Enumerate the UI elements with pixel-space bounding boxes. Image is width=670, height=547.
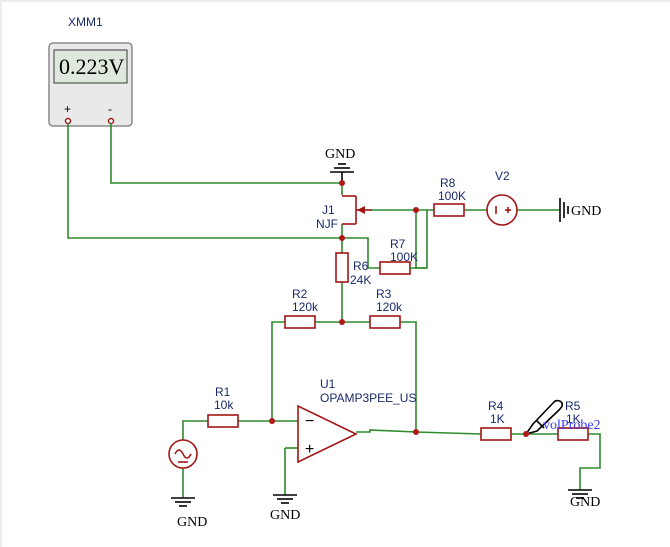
resistor-r5-ref: R5	[565, 399, 581, 413]
multimeter-name: XMM1	[68, 15, 103, 29]
jfet-model: NJF	[316, 217, 338, 231]
wire-to-r7	[342, 237, 380, 269]
opamp-plus-input-label: +	[305, 441, 314, 458]
resistor-r5-value: 1K	[566, 412, 581, 426]
resistor-r2[interactable]: R2 120k	[284, 287, 319, 329]
resistor-r4[interactable]: R4 1K	[480, 399, 512, 441]
resistor-r7[interactable]: R7 100K	[379, 237, 418, 275]
resistor-r5-body	[557, 427, 589, 441]
ground-label-top: GND	[325, 147, 355, 162]
opamp-model: OPAMP3PEE_US	[320, 391, 416, 405]
resistor-r4-value: 1K	[490, 412, 505, 426]
dc-source-v2[interactable]: V2	[486, 169, 518, 226]
resistor-r3[interactable]: R3 120k	[369, 287, 403, 329]
multimeter-reading: 0.223V	[59, 54, 125, 79]
probe-icon	[524, 399, 564, 436]
ground-label-source: GND	[177, 515, 207, 530]
resistor-r5[interactable]: R5 1K	[557, 399, 589, 441]
ground-symbol-top: GND	[325, 147, 355, 183]
jfet-gate-arrow	[357, 206, 365, 214]
junction-dot	[413, 429, 419, 435]
wire-r5-gnd	[579, 433, 601, 490]
opamp-ref: U1	[320, 377, 336, 391]
resistor-r2-body	[284, 315, 316, 329]
opamp-minus-input-label: −	[305, 413, 314, 430]
junction-dot	[339, 235, 345, 241]
probe-label: volProbe2	[543, 418, 601, 433]
resistor-r1-ref: R1	[215, 385, 231, 399]
resistor-r2-value: 120k	[292, 300, 319, 314]
resistor-r2-ref: R2	[292, 287, 308, 301]
voltage-probe[interactable]: volProbe2	[524, 399, 601, 436]
resistor-r6-ref: R6	[353, 259, 369, 273]
multimeter-minus-label: -	[108, 102, 112, 116]
opamp-triangle	[297, 404, 358, 464]
junction-dot	[269, 418, 275, 424]
wire-feedback-left	[271, 321, 298, 422]
multimeter-plus-terminal[interactable]	[64, 117, 72, 125]
resistor-r8-body	[433, 203, 465, 217]
wire-meter-plus	[67, 123, 342, 239]
resistor-r3-body	[369, 315, 401, 329]
wire-opamp-out	[356, 429, 482, 435]
ground-label-opamp: GND	[270, 508, 300, 523]
ground-label-r5: GND	[570, 495, 600, 510]
ground-symbol-r5: GND	[568, 489, 600, 510]
wire-meter-minus	[110, 123, 342, 184]
multimeter-display	[53, 49, 128, 84]
resistor-r6-value: 24K	[350, 273, 371, 287]
resistor-r8-ref: R8	[440, 176, 456, 190]
dc-source-v2-body	[486, 194, 518, 226]
resistor-r7-value: 100K	[390, 250, 418, 264]
dc-source-v2-ref: V2	[495, 169, 510, 183]
sine-wave-icon	[174, 449, 192, 459]
ground-symbol-v2: GND	[559, 198, 601, 222]
resistor-r1[interactable]: R1 10k	[207, 385, 239, 428]
multimeter-plus-label: +	[64, 102, 71, 116]
resistor-r1-body	[207, 414, 239, 428]
resistor-r8-value: 100K	[438, 189, 466, 203]
resistor-r1-value: 10k	[214, 398, 234, 412]
resistor-r6-body	[335, 252, 349, 283]
junction-dot	[523, 431, 529, 437]
junction-dot	[339, 319, 345, 325]
left-border	[0, 0, 2, 547]
multimeter-minus-terminal[interactable]	[107, 117, 115, 125]
resistor-r6[interactable]: R6 24K	[335, 252, 371, 287]
jfet-ref: J1	[322, 203, 335, 217]
junction-dot	[339, 180, 345, 186]
resistor-r4-body	[480, 427, 512, 441]
resistor-r8[interactable]: R8 100K	[433, 176, 466, 217]
wires	[67, 123, 601, 498]
top-border	[0, 0, 670, 2]
jfet-j1[interactable]: J1 NJF	[316, 195, 372, 231]
resistor-r4-ref: R4	[488, 399, 504, 413]
multimeter-xmm1[interactable]: XMM1 0.223V + -	[48, 15, 133, 127]
ground-symbol-source: GND	[171, 497, 207, 530]
junction-dot	[413, 207, 419, 213]
resistor-r3-value: 120k	[376, 300, 403, 314]
wire-feedback-right	[400, 321, 417, 432]
ground-label-v2: GND	[571, 204, 601, 219]
ground-symbol-opamp: GND	[270, 494, 300, 523]
opamp-u1[interactable]: − + U1 OPAMP3PEE_US	[297, 377, 416, 464]
resistor-r3-ref: R3	[376, 287, 392, 301]
ac-source[interactable]	[168, 439, 198, 469]
wire-source-r1	[182, 420, 208, 440]
resistor-r7-ref: R7	[390, 237, 406, 251]
junction-dots	[269, 180, 529, 437]
